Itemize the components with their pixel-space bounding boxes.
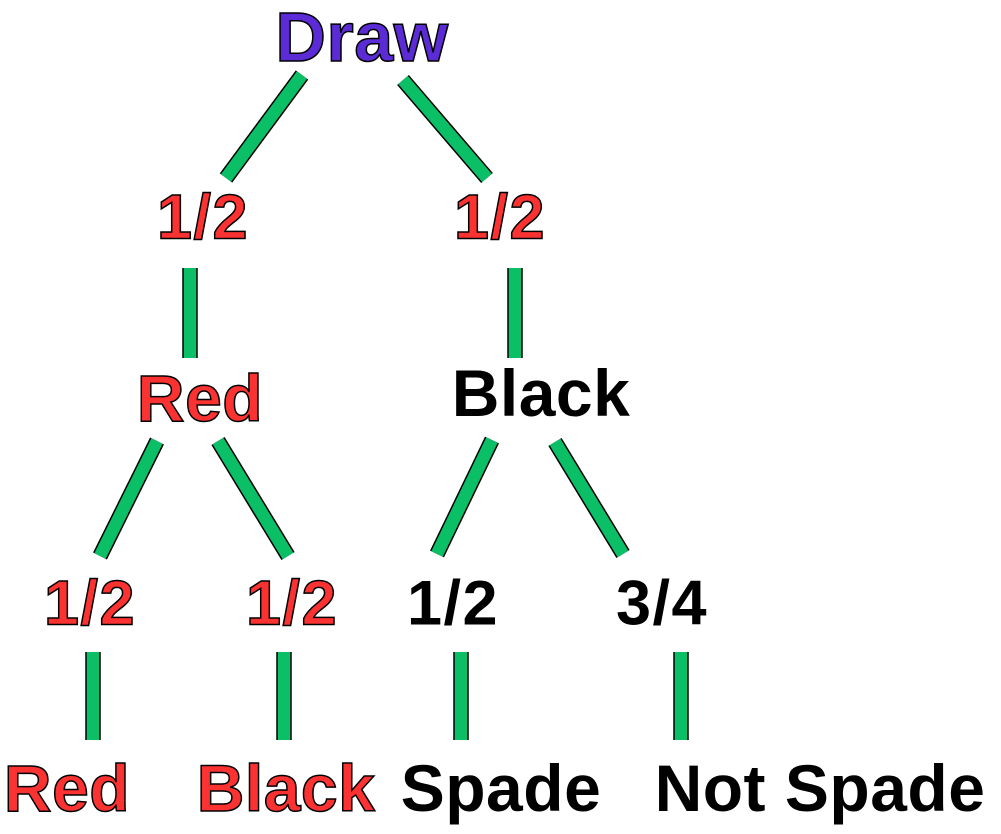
- branch-red-to-prob2: [211, 436, 295, 561]
- prob-black-to-not-spade: 3/4: [615, 568, 709, 639]
- branch-black-to-prob3: [430, 436, 499, 558]
- node-red: Red: [136, 361, 264, 435]
- prob-red-to-black: 1/2: [245, 568, 339, 639]
- prob-red-to-red: 1/2: [43, 568, 137, 639]
- branch-draw-to-left-prob: [219, 70, 309, 183]
- leaf-spade: Spade: [400, 751, 602, 825]
- prob-black-to-spade: 1/2: [406, 568, 500, 639]
- branch-red-to-prob1: [93, 437, 164, 560]
- node-black: Black: [451, 356, 631, 430]
- leaf-black: Black: [196, 751, 376, 825]
- leaf-not-spade: Not Spade: [654, 751, 986, 825]
- branch-black-to-prob4: [548, 437, 630, 559]
- prob-draw-to-red: 1/2: [156, 182, 250, 253]
- leaf-red: Red: [3, 751, 131, 825]
- node-draw: Draw: [275, 0, 449, 76]
- branch-draw-to-right-prob: [397, 74, 493, 184]
- prob-draw-to-black: 1/2: [453, 182, 547, 253]
